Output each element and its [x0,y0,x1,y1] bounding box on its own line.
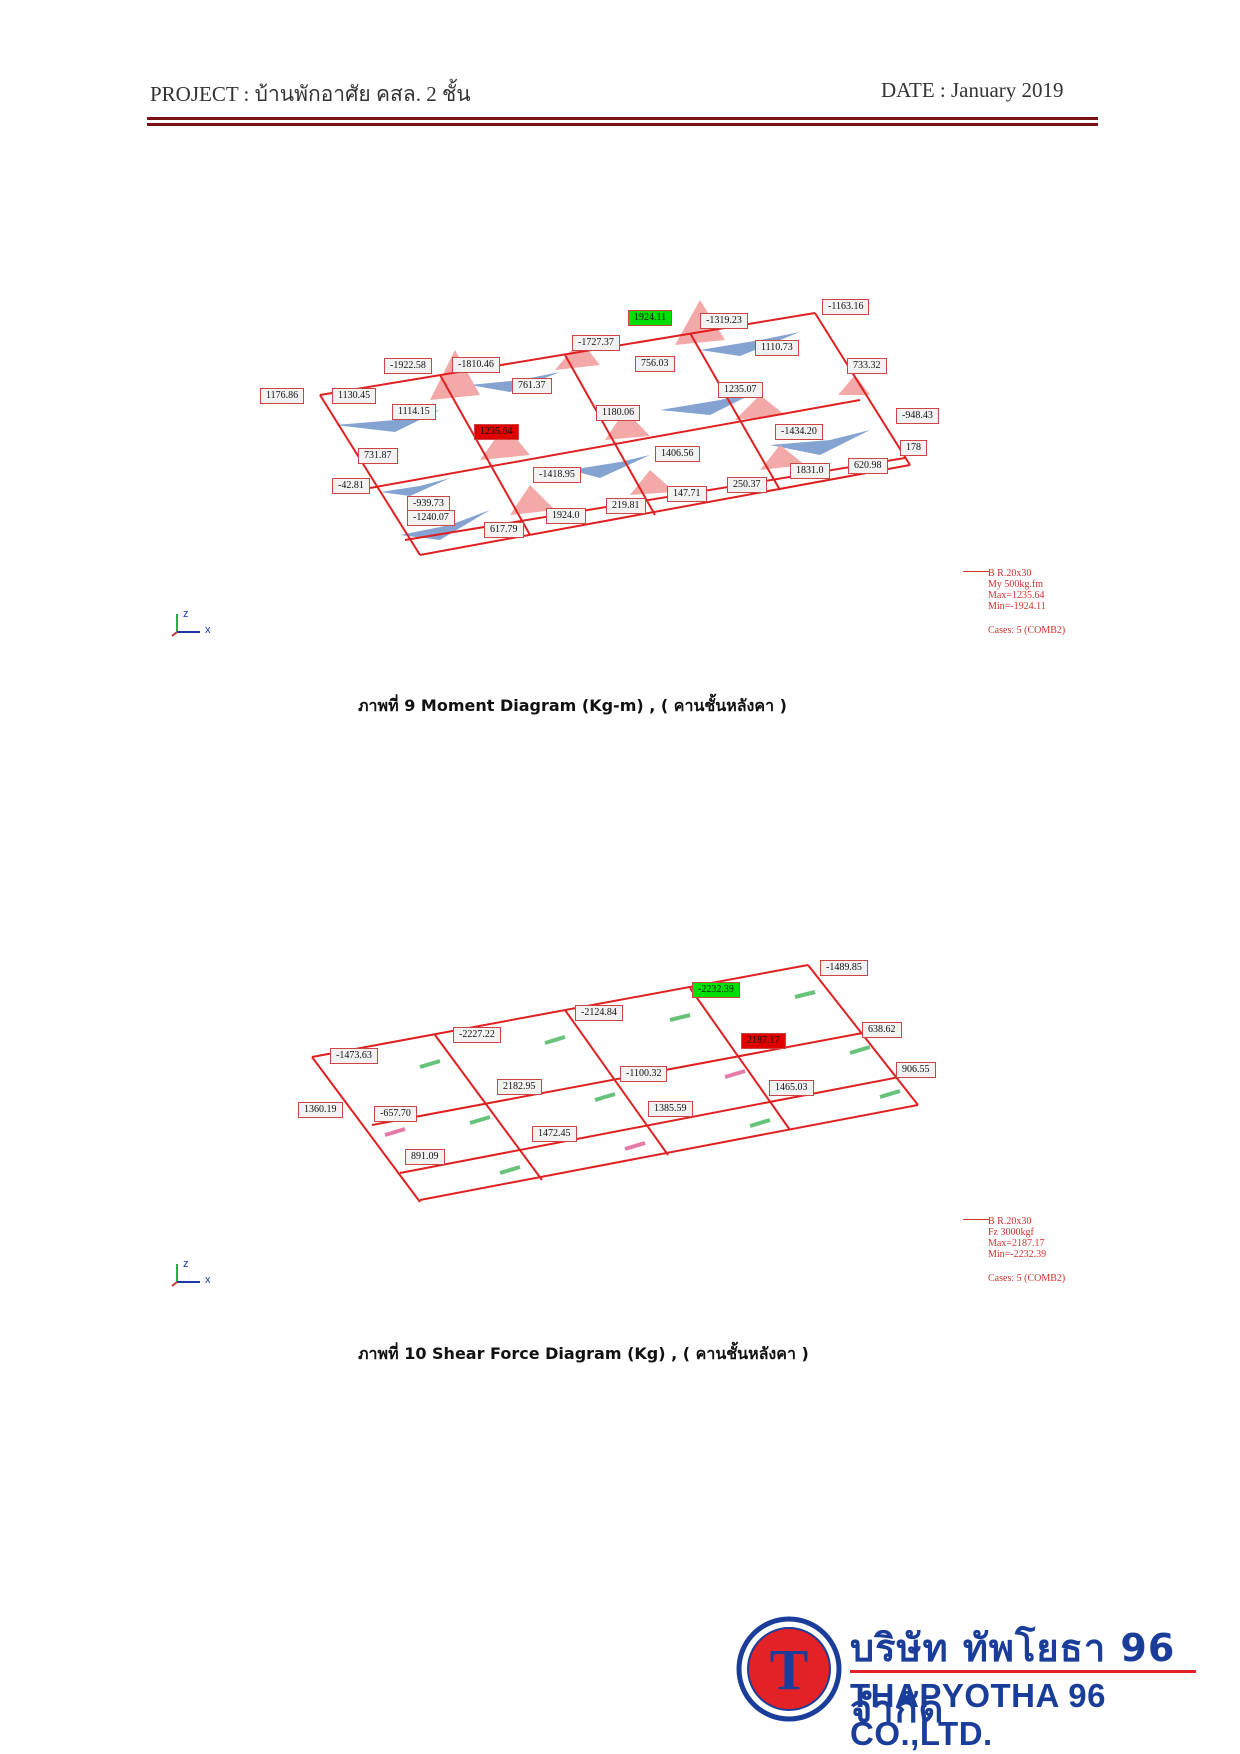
value-label: 733.32 [847,358,887,374]
value-label: -1418.95 [533,467,581,483]
legend-min: Min=-1924.11 [988,601,1046,612]
value-label: 2182.95 [497,1079,542,1095]
value-label: -1727.37 [572,335,620,351]
value-label: -948.43 [896,408,939,424]
value-label: 1831.0 [790,463,830,479]
moment-node [555,340,600,370]
value-label: 250.37 [727,477,767,493]
value-label: -1922.58 [384,358,432,374]
value-label: 1110.73 [755,340,799,356]
moment-node [480,425,530,460]
value-label: -1489.85 [820,960,868,976]
value-label: 1180.06 [596,405,641,421]
value-label: 1924.11 [628,310,673,326]
value-label: 2187.17 [741,1033,786,1049]
shear-legend: B R.20x30 Fz 3000kgf Max=2187.17 Min=-22… [988,1216,1065,1284]
frame-lines [311,964,919,1203]
legend-line [963,1219,989,1220]
value-label: 178 [900,440,927,456]
moment-region [770,430,870,455]
logo-letter: T [770,1637,809,1702]
header-rule-bottom [147,123,1098,126]
axis-x-label: x [205,624,211,636]
legend-case: Cases: 5 (COMB2) [988,1273,1066,1284]
value-label: -1810.46 [452,357,500,373]
value-label: -1319.23 [700,313,748,329]
value-label: -2232.39 [692,982,740,998]
value-label: -657.70 [374,1106,417,1122]
value-label: 219.81 [606,498,646,514]
value-label: 147.71 [667,486,707,502]
figure-9-caption: ภาพที่ 9 Moment Diagram (Kg-m) , ( คานชั… [358,696,787,715]
axis-icon [171,614,200,637]
legend-member: B R.20x30 [988,1216,1032,1227]
value-label: 906.55 [896,1062,936,1078]
legend-scale: My 500kg.fm [988,579,1043,590]
project-title: PROJECT : บ้านพักอาศัย คสล. 2 ชั้น [150,82,471,106]
moment-legend: B R.20x30 My 500kg.fm Max=1235.64 Min=-1… [988,568,1065,636]
moment-region [380,478,450,496]
value-label: 1114.15 [392,404,436,420]
value-label: 1176.86 [260,388,305,404]
value-label: -1434.20 [775,424,823,440]
axis-z-label: z [183,608,189,620]
value-label: -42.81 [332,478,370,494]
legend-case: Cases: 5 (COMB2) [988,625,1066,636]
value-label: 1465.03 [769,1080,814,1096]
company-logo-emblem: T [736,1616,842,1722]
legend-member: B R.20x30 [988,568,1032,579]
company-name-english: THAPYOTHA 96 CO.,LTD. [850,1677,1106,1752]
axis-x-label: x [205,1274,211,1286]
legend-max: Max=1235.64 [988,590,1045,601]
value-label: 617.79 [484,522,524,538]
value-label: -1100.32 [620,1066,668,1082]
figure-10-caption: ภาพที่ 10 Shear Force Diagram (Kg) , ( ค… [358,1344,809,1363]
shear-diagram [311,964,919,1203]
value-label: -2124.84 [575,1005,623,1021]
value-label: 761.37 [512,378,552,394]
legend-line [963,571,989,572]
moment-fills [335,300,870,540]
header-rule-top [147,117,1098,120]
legend-max: Max=2187.17 [988,1238,1045,1249]
moment-node [430,350,480,400]
value-label: 638.62 [862,1022,902,1038]
legend-min: Min=-2232.39 [988,1249,1047,1260]
value-label: 1385.59 [648,1101,693,1117]
company-name-thai: บริษัท ทัพโยธา 96 จำกัด [850,1626,1176,1731]
value-label: 731.87 [358,448,398,464]
value-label: 1472.45 [532,1126,577,1142]
value-label: 1406.56 [655,446,700,462]
value-label: 891.09 [405,1149,445,1165]
value-label: -2227.22 [453,1027,501,1043]
value-label: -1240.07 [407,510,455,526]
document-date: DATE : January 2019 [881,78,1064,102]
value-label: 1924.0 [546,508,586,524]
value-label: 620.98 [848,458,888,474]
value-label: 1360.19 [298,1102,343,1118]
value-label: 1130.45 [332,388,377,404]
value-label: -1473.63 [330,1048,378,1064]
moment-node [510,485,555,515]
value-label: 756.03 [635,356,675,372]
value-label: 1235.64 [474,424,519,440]
value-label: 1235.07 [718,382,763,398]
moment-node [605,410,650,440]
value-label: -1163.16 [822,299,870,315]
moment-region [570,455,650,478]
moment-region [400,510,490,540]
legend-scale: Fz 3000kgf [988,1227,1034,1238]
axis-icon [171,1264,200,1287]
moment-node [735,395,785,420]
moment-region [700,332,800,356]
axis-z-label: z [183,1258,189,1270]
logo-rule [850,1670,1196,1673]
moment-region [335,410,440,432]
shear-segments [384,990,901,1175]
